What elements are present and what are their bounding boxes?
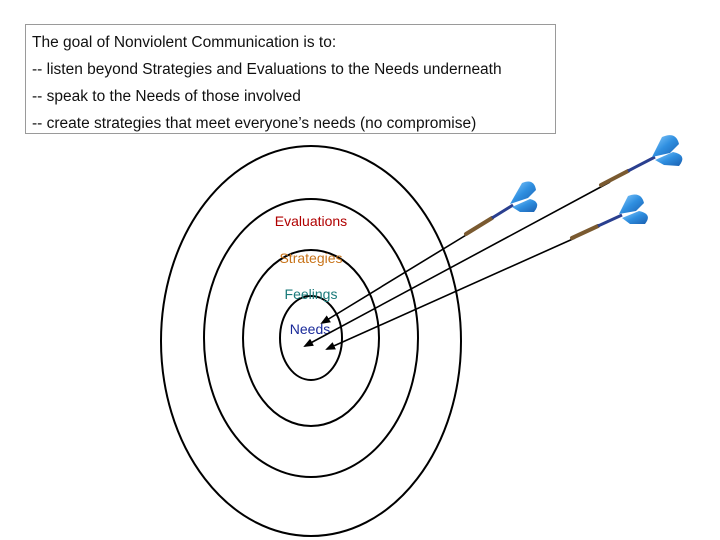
arrow-dart-3 — [325, 237, 576, 350]
label-needs: Needs — [290, 321, 330, 337]
arrow-dart-2 — [303, 181, 611, 347]
goal-point-create: -- create strategies that meet everyone’… — [32, 115, 477, 132]
goal-point-listen: -- listen beyond Strategies and Evaluati… — [32, 61, 502, 78]
label-feelings: Feelings — [285, 286, 338, 302]
goal-point-speak: -- speak to the Needs of those involved — [32, 88, 301, 105]
ring-needs — [279, 295, 343, 381]
label-evaluations: Evaluations — [275, 213, 347, 229]
label-strategies: Strategies — [279, 250, 342, 266]
ring-evaluations — [160, 145, 462, 537]
goal-text-box: The goal of Nonviolent Communication is … — [25, 24, 556, 134]
ring-strategies — [203, 198, 419, 478]
dart-3-icon — [570, 194, 648, 240]
arrow-dart-1 — [320, 228, 477, 325]
dart-2-icon — [599, 135, 683, 187]
goal-heading: The goal of Nonviolent Communication is … — [32, 34, 337, 51]
ring-feelings — [242, 249, 380, 427]
dart-1-icon — [464, 181, 538, 236]
